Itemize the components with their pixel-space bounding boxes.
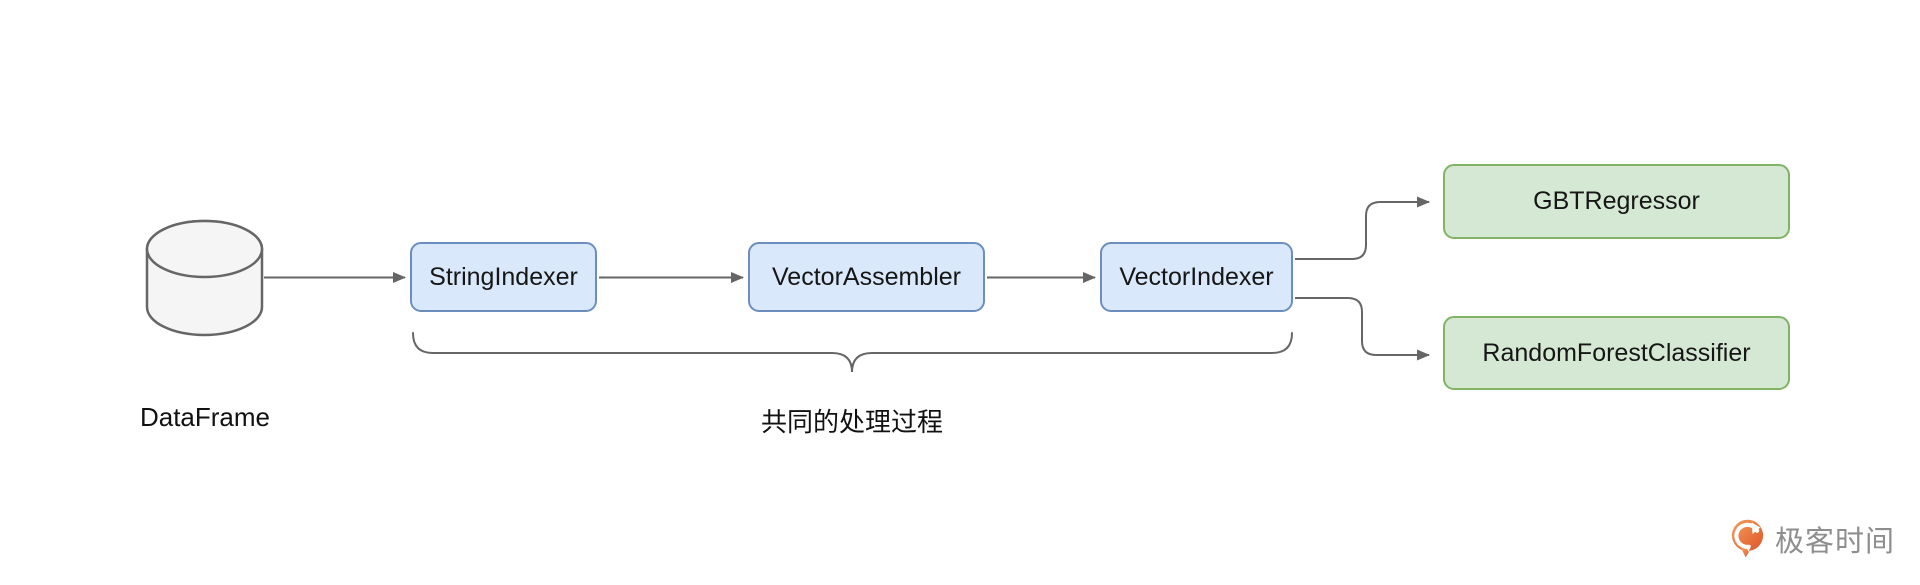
edge-vectorindexer-to-gbtregressor — [1295, 196, 1430, 260]
common-process-label: 共同的处理过程 — [760, 407, 943, 437]
node-vectorindexer-label: VectorIndexer — [1119, 262, 1274, 291]
geektime-logo-icon — [1731, 519, 1764, 558]
node-vectorassembler-label: VectorAssembler — [772, 262, 961, 291]
geektime-logo: 极客时间 — [1729, 517, 1895, 561]
node-gbtregressor: GBTRegressor — [1443, 164, 1790, 239]
edge-vectorindexer-to-randomforestclassifier — [1295, 297, 1430, 361]
geektime-logo-text: 极客时间 — [1774, 526, 1895, 558]
node-stringindexer-label: StringIndexer — [429, 262, 578, 291]
dataframe-label: DataFrame — [139, 402, 271, 432]
node-vectorindexer: VectorIndexer — [1100, 242, 1293, 312]
node-gbtregressor-label: GBTRegressor — [1533, 187, 1700, 215]
node-stringindexer: StringIndexer — [410, 242, 597, 312]
node-randomforestclassifier-label: RandomForestClassifier — [1482, 338, 1751, 367]
common-process-brace — [412, 332, 1293, 373]
database-cylinder-icon — [145, 219, 264, 337]
node-vectorassembler: VectorAssembler — [748, 242, 985, 312]
node-randomforestclassifier: RandomForestClassifier — [1443, 316, 1790, 390]
